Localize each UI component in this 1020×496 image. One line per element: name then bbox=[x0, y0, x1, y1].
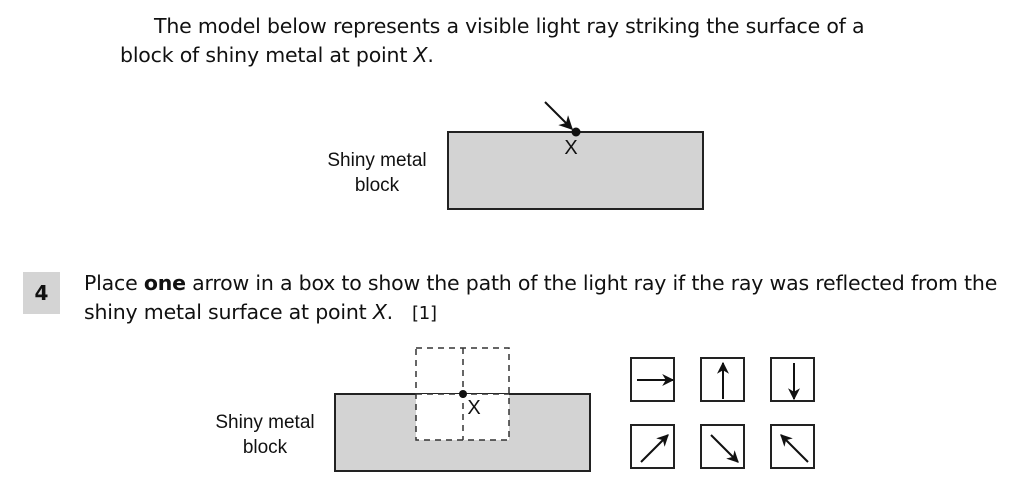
intro-point-x: X bbox=[413, 43, 428, 67]
intro-line-2: block of shiny metal at point bbox=[120, 43, 414, 67]
intro-line-1: The model below represents a visible lig… bbox=[154, 14, 865, 38]
question-period: . bbox=[386, 300, 394, 324]
top-metal-block bbox=[447, 131, 704, 210]
question-text-pre: Place bbox=[84, 271, 144, 295]
bottom-point-x-label: X bbox=[467, 397, 481, 419]
question-marks: [1] bbox=[411, 303, 437, 324]
arrow-up-right-icon bbox=[640, 434, 669, 463]
intro-period: . bbox=[427, 43, 434, 67]
bottom-block-label-line-2: block bbox=[242, 437, 288, 458]
bottom-block-label: Shiny metal block bbox=[200, 410, 330, 460]
bottom-point-x-dot bbox=[459, 390, 467, 398]
top-point-x-dot bbox=[571, 127, 581, 137]
question-point-x: X bbox=[372, 300, 387, 324]
top-block-label-line-2: block bbox=[354, 175, 400, 196]
choice-arrow-up-left[interactable] bbox=[770, 424, 815, 469]
choice-arrow-up-right[interactable] bbox=[630, 424, 675, 469]
choice-arrow-up[interactable] bbox=[700, 357, 745, 402]
question-text-mid: arrow in a box to show the path of the l… bbox=[84, 271, 998, 324]
choice-arrow-right[interactable] bbox=[630, 357, 675, 402]
top-block-label-line-1: Shiny metal bbox=[327, 150, 427, 171]
question-text-bold: one bbox=[143, 271, 186, 295]
top-diagram bbox=[447, 101, 704, 210]
incident-ray-arrow-icon bbox=[544, 101, 573, 130]
choice-arrow-down-right[interactable] bbox=[700, 424, 745, 469]
bottom-block-label-line-1: Shiny metal bbox=[215, 412, 315, 433]
bottom-diagram bbox=[334, 347, 591, 472]
top-block-label: Shiny metal block bbox=[312, 148, 442, 198]
top-point-x-label: X bbox=[564, 137, 578, 159]
choice-arrow-down[interactable] bbox=[770, 357, 815, 402]
arrow-up-left-icon bbox=[780, 434, 809, 463]
arrow-down-right-icon bbox=[710, 434, 739, 463]
question-text: Place one arrow in a box to show the pat… bbox=[84, 269, 1004, 328]
question-number-badge: 4 bbox=[23, 272, 60, 314]
intro-text: The model below represents a visible lig… bbox=[120, 12, 940, 70]
